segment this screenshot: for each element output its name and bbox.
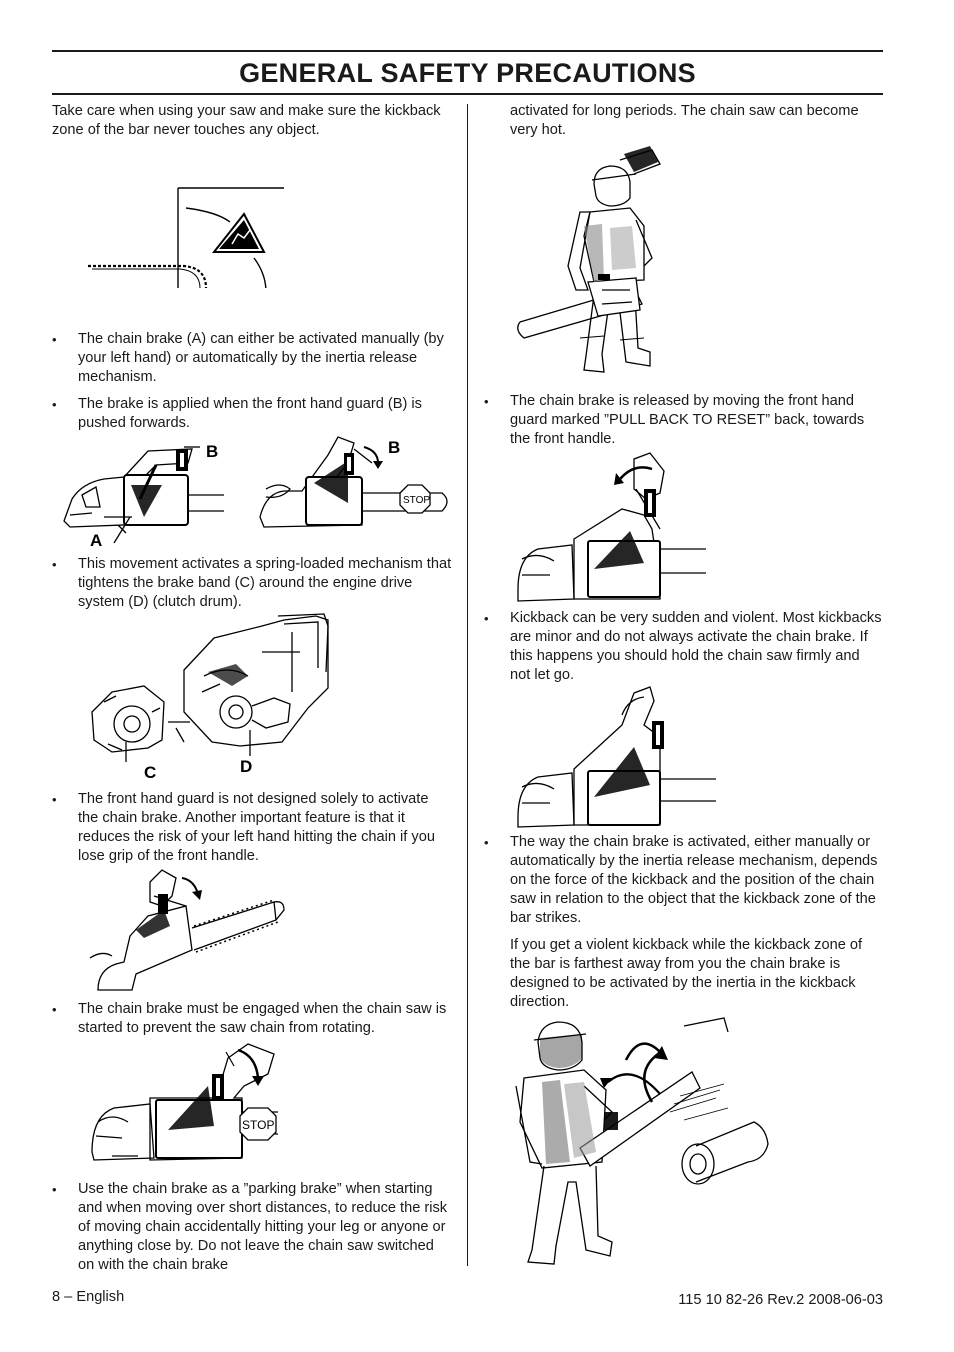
bullet-brake-release: The chain brake is released by moving th… — [484, 392, 882, 449]
bullet-activation-method: The way the chain brake is activated, ei… — [484, 833, 882, 928]
brake-band-clutch-drum-illustration: C D — [91, 613, 329, 782]
intro-text: Take care when using your saw and make s… — [52, 103, 441, 138]
kickback-hold-firmly-illustration — [517, 686, 716, 828]
label-a: A — [90, 531, 102, 550]
brake-engaged-start-illustration: STOP — [91, 1043, 278, 1161]
column-divider — [467, 104, 468, 1266]
inertia-activation-text: If you get a violent kickback while the … — [510, 937, 863, 1010]
label-c: C — [144, 763, 156, 782]
pull-back-to-reset-illustration — [517, 452, 706, 602]
hand-hitting-chain-illustration — [89, 869, 285, 991]
kickback-zone-illustration — [88, 187, 284, 288]
footer-document-reference: 115 10 82-26 Rev.2 2008-06-03 — [678, 1292, 883, 1308]
bullet-parking-brake: Use the chain brake as a ”parking brake”… — [52, 1180, 452, 1275]
bullet-engaged-start: The chain brake must be engaged when the… — [52, 1000, 452, 1038]
continued-text: activated for long periods. The chain sa… — [510, 103, 859, 138]
left-column: Take care when using your saw and make s… — [52, 102, 452, 1275]
bullet-kickback-sudden: Kickback can be very sudden and violent.… — [484, 609, 882, 685]
bullet-spring-mechanism: This movement activates a spring-loaded … — [52, 555, 452, 612]
label-d: D — [240, 757, 252, 776]
header-rule-top — [52, 50, 883, 52]
label-b-left: B — [206, 442, 218, 461]
header-rule-bottom — [52, 93, 883, 95]
operator-carrying-saw-illustration — [517, 146, 661, 373]
stop-sign-label: STOP — [403, 495, 430, 506]
stop-sign-label-2: STOP — [242, 1118, 274, 1132]
violent-kickback-illustration — [515, 1017, 769, 1265]
bullet-brake-applied: The brake is applied when the front hand… — [52, 395, 452, 433]
bullet-chain-brake-activation: The chain brake (A) can either be activa… — [52, 330, 452, 387]
label-b-right: B — [388, 438, 400, 457]
page-title: GENERAL SAFETY PRECAUTIONS — [239, 58, 696, 88]
right-column: activated for long periods. The chain sa… — [484, 102, 882, 1276]
footer-page-number: 8 – English — [52, 1289, 125, 1305]
hand-guard-brake-illustration: B A B STOP — [63, 436, 448, 550]
bullet-front-hand-guard: The front hand guard is not designed sol… — [52, 790, 452, 866]
